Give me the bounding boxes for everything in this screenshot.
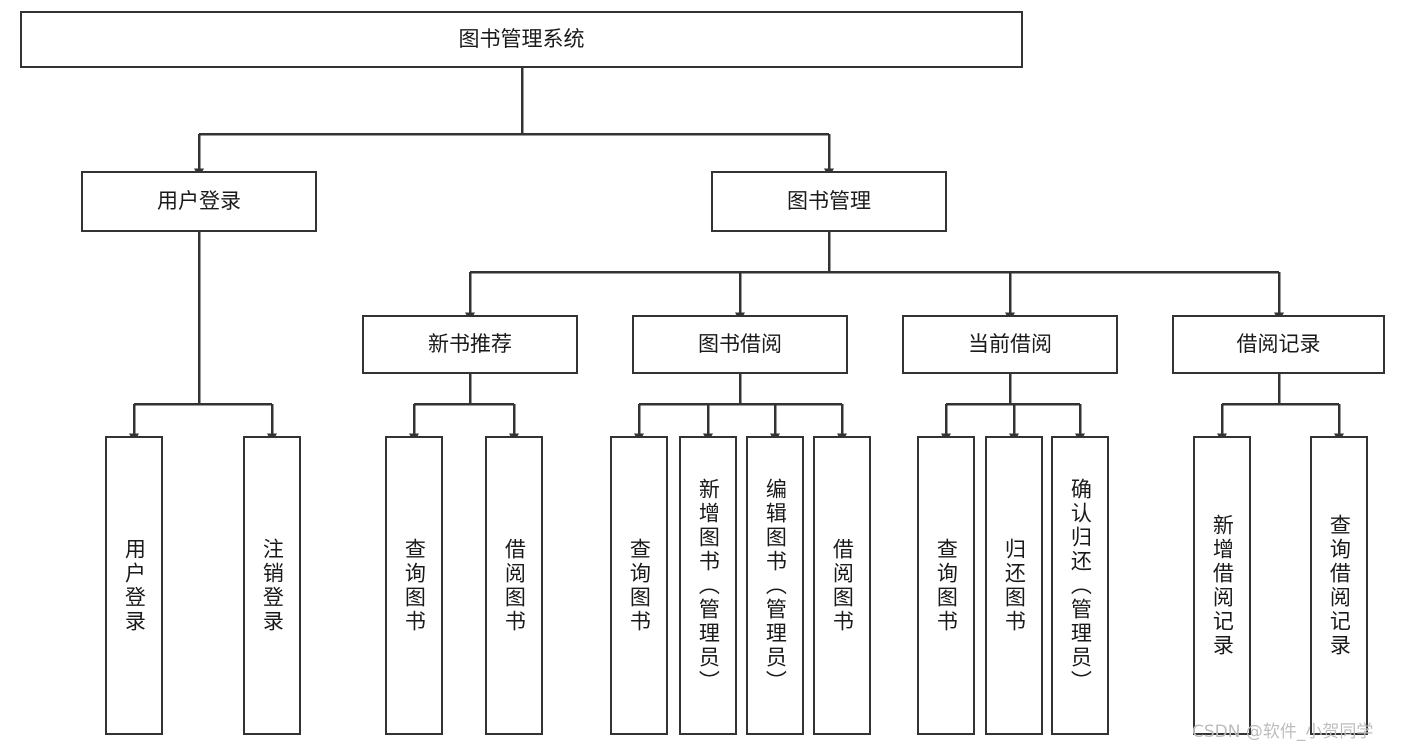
node-leaf-query-book-recommend[interactable]: 查询图书 (385, 436, 443, 735)
node-label-leaf-confirm-return-admin: 确认归还（管理员） (1068, 477, 1093, 694)
node-leaf-query-book-borrow[interactable]: 查询图书 (610, 436, 668, 735)
node-label-leaf-query-book-borrow: 查询图书 (627, 537, 652, 634)
watermark-label: CSDN @软件_小贺同学 (1192, 722, 1374, 742)
node-root[interactable]: 图书管理系统 (20, 11, 1023, 68)
node-label-leaf-add-borrow-record: 新增借阅记录 (1210, 513, 1235, 658)
node-label-leaf-query-book-current: 查询图书 (934, 537, 959, 634)
node-leaf-add-borrow-record[interactable]: 新增借阅记录 (1193, 436, 1251, 735)
node-label-leaf-query-borrow-record: 查询借阅记录 (1327, 513, 1352, 658)
node-leaf-add-book-admin[interactable]: 新增图书（管理员） (679, 436, 737, 735)
node-leaf-user-login[interactable]: 用户登录 (105, 436, 163, 735)
node-label-book-management: 图书管理 (787, 189, 871, 214)
node-leaf-borrow-book[interactable]: 借阅图书 (813, 436, 871, 735)
node-label-borrow-record: 借阅记录 (1236, 332, 1321, 357)
node-label-current-borrow: 当前借阅 (968, 332, 1052, 357)
node-label-leaf-user-login: 用户登录 (122, 537, 147, 634)
node-leaf-edit-book-admin[interactable]: 编辑图书（管理员） (746, 436, 804, 735)
node-label-leaf-query-book-recommend: 查询图书 (402, 537, 427, 634)
node-leaf-return-book[interactable]: 归还图书 (985, 436, 1043, 735)
node-label-new-book-recommend: 新书推荐 (428, 332, 512, 357)
node-leaf-user-logout[interactable]: 注销登录 (243, 436, 301, 735)
node-borrow-record[interactable]: 借阅记录 (1172, 315, 1385, 374)
node-book-management[interactable]: 图书管理 (711, 171, 947, 232)
node-current-borrow[interactable]: 当前借阅 (902, 315, 1118, 374)
node-book-borrow[interactable]: 图书借阅 (632, 315, 848, 374)
node-label-leaf-borrow-book: 借阅图书 (830, 537, 855, 634)
node-leaf-query-borrow-record[interactable]: 查询借阅记录 (1310, 436, 1368, 735)
node-label-leaf-add-book-admin: 新增图书（管理员） (696, 477, 721, 694)
connector-group (129, 68, 1344, 443)
node-leaf-query-book-current[interactable]: 查询图书 (917, 436, 975, 735)
node-user-login[interactable]: 用户登录 (81, 171, 317, 232)
node-leaf-borrow-book-recommend[interactable]: 借阅图书 (485, 436, 543, 735)
node-label-user-login: 用户登录 (157, 189, 241, 214)
node-label-leaf-user-logout: 注销登录 (260, 537, 285, 634)
node-new-book-recommend[interactable]: 新书推荐 (362, 315, 578, 374)
node-label-leaf-borrow-book-recommend: 借阅图书 (502, 537, 527, 634)
node-label-root: 图书管理系统 (458, 27, 585, 52)
node-label-leaf-edit-book-admin: 编辑图书（管理员） (763, 477, 788, 694)
node-leaf-confirm-return-admin[interactable]: 确认归还（管理员） (1051, 436, 1109, 735)
node-label-book-borrow: 图书借阅 (698, 332, 782, 357)
node-label-leaf-return-book: 归还图书 (1002, 537, 1027, 634)
